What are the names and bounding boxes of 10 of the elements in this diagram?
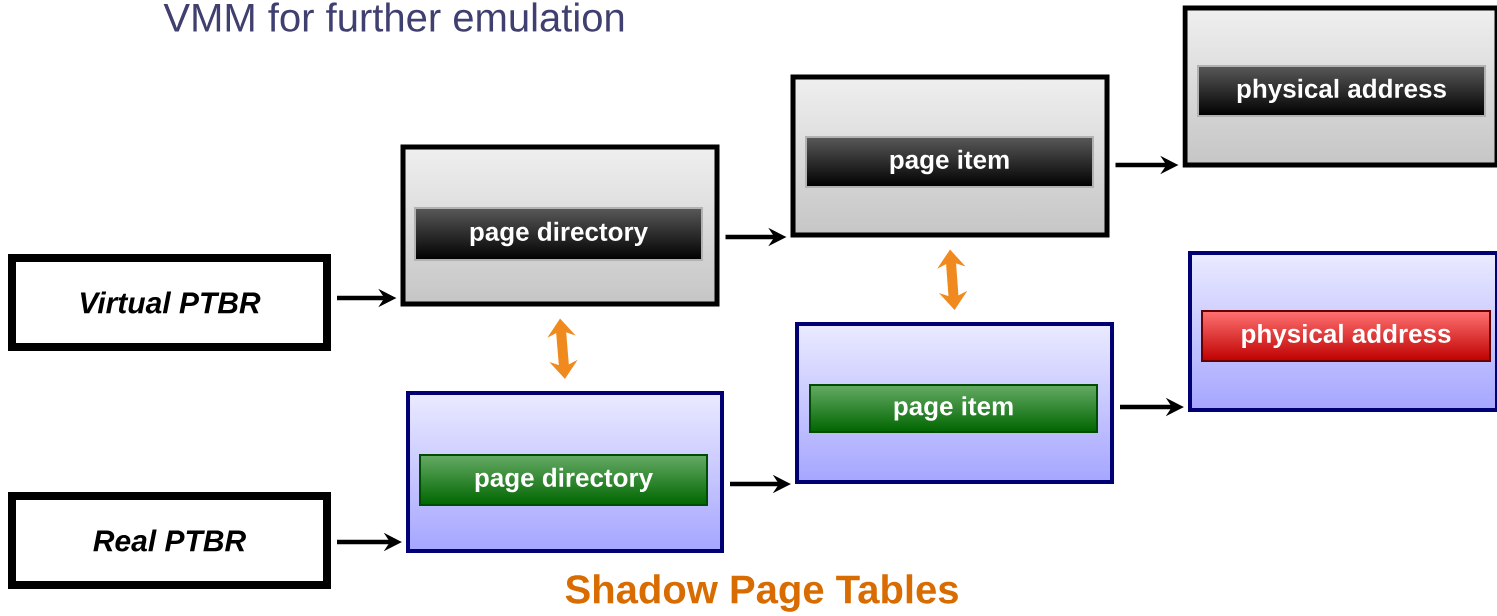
entry-bar: physical address <box>1201 310 1491 362</box>
entry-bar: physical address <box>1197 65 1486 117</box>
entry-bar: page item <box>805 136 1094 188</box>
register-box: Virtual PTBR <box>8 254 331 351</box>
caption: Shadow Page Tables <box>565 574 958 612</box>
heading-text: VMM for further emulation <box>163 2 624 32</box>
entry-bar: page item <box>809 384 1098 433</box>
register-box: Real PTBR <box>8 492 331 589</box>
entry-bar: page directory <box>419 454 708 506</box>
entry-bar: page directory <box>414 207 703 261</box>
